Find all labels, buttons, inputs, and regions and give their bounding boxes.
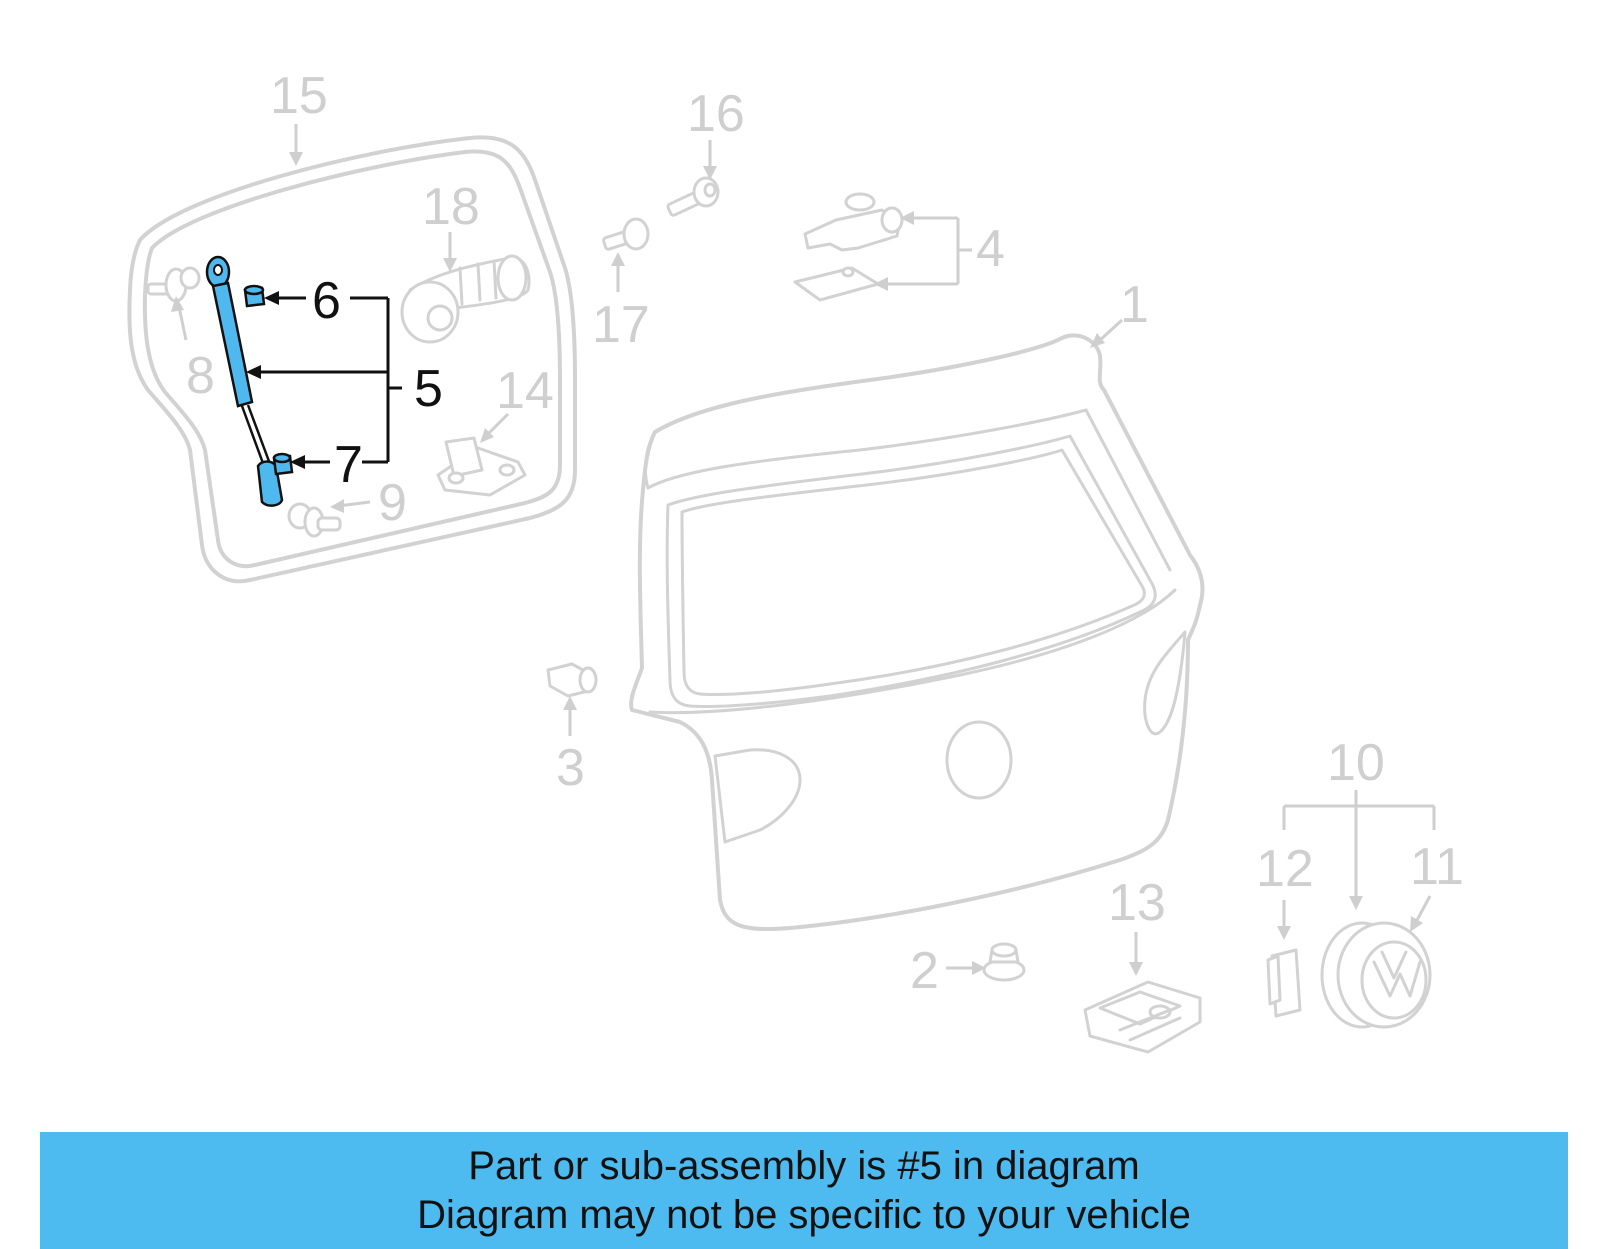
part-5-gas-strut [205,255,284,507]
callout-17: 17 [592,296,650,354]
callout-8: 8 [186,347,215,405]
callout-3: 3 [556,739,585,797]
part-1-tailgate [629,333,1205,932]
callout-15: 15 [270,67,328,125]
callout-5: 5 [414,360,443,418]
part-12-switch [1266,948,1302,1018]
callout-14: 14 [496,362,554,420]
part-11-emblem-handle [1320,921,1432,1029]
callout-bracket-4 [874,211,972,291]
callout-11: 11 [1410,838,1464,896]
part-16-bolt [666,176,720,217]
callout-13: 13 [1108,874,1166,932]
callout-7: 7 [334,436,363,494]
part-18-buffer [400,254,531,344]
inset-panel [127,135,577,584]
callout-18: 18 [422,178,480,236]
banner-line-1: Part or sub-assembly is #5 in diagram [468,1144,1140,1188]
callout-9: 9 [378,474,407,532]
part-17-clip [602,217,650,251]
callout-16: 16 [687,85,745,143]
part-9-ball-stud [287,502,342,538]
callout-6: 6 [312,272,341,330]
part-7-bushing [272,452,294,476]
callout-4: 4 [976,220,1005,278]
part-14-striker [436,436,527,497]
part-3-grommet [546,662,598,698]
callout-bracket-5 [246,291,402,469]
part-13-latch [1083,980,1202,1054]
part-8-ball-stud [146,266,201,303]
callout-10: 10 [1327,734,1385,792]
callout-12: 12 [1256,840,1314,898]
banner-line-2: Diagram may not be specific to your vehi… [417,1193,1191,1237]
callout-bracket-10 [1282,790,1436,910]
part-6-bushing [243,284,266,308]
info-banner: Part or sub-assembly is #5 in diagram Di… [40,1132,1568,1249]
callout-2: 2 [910,942,939,1000]
part-2-plug [982,942,1026,982]
callout-1: 1 [1120,276,1149,334]
